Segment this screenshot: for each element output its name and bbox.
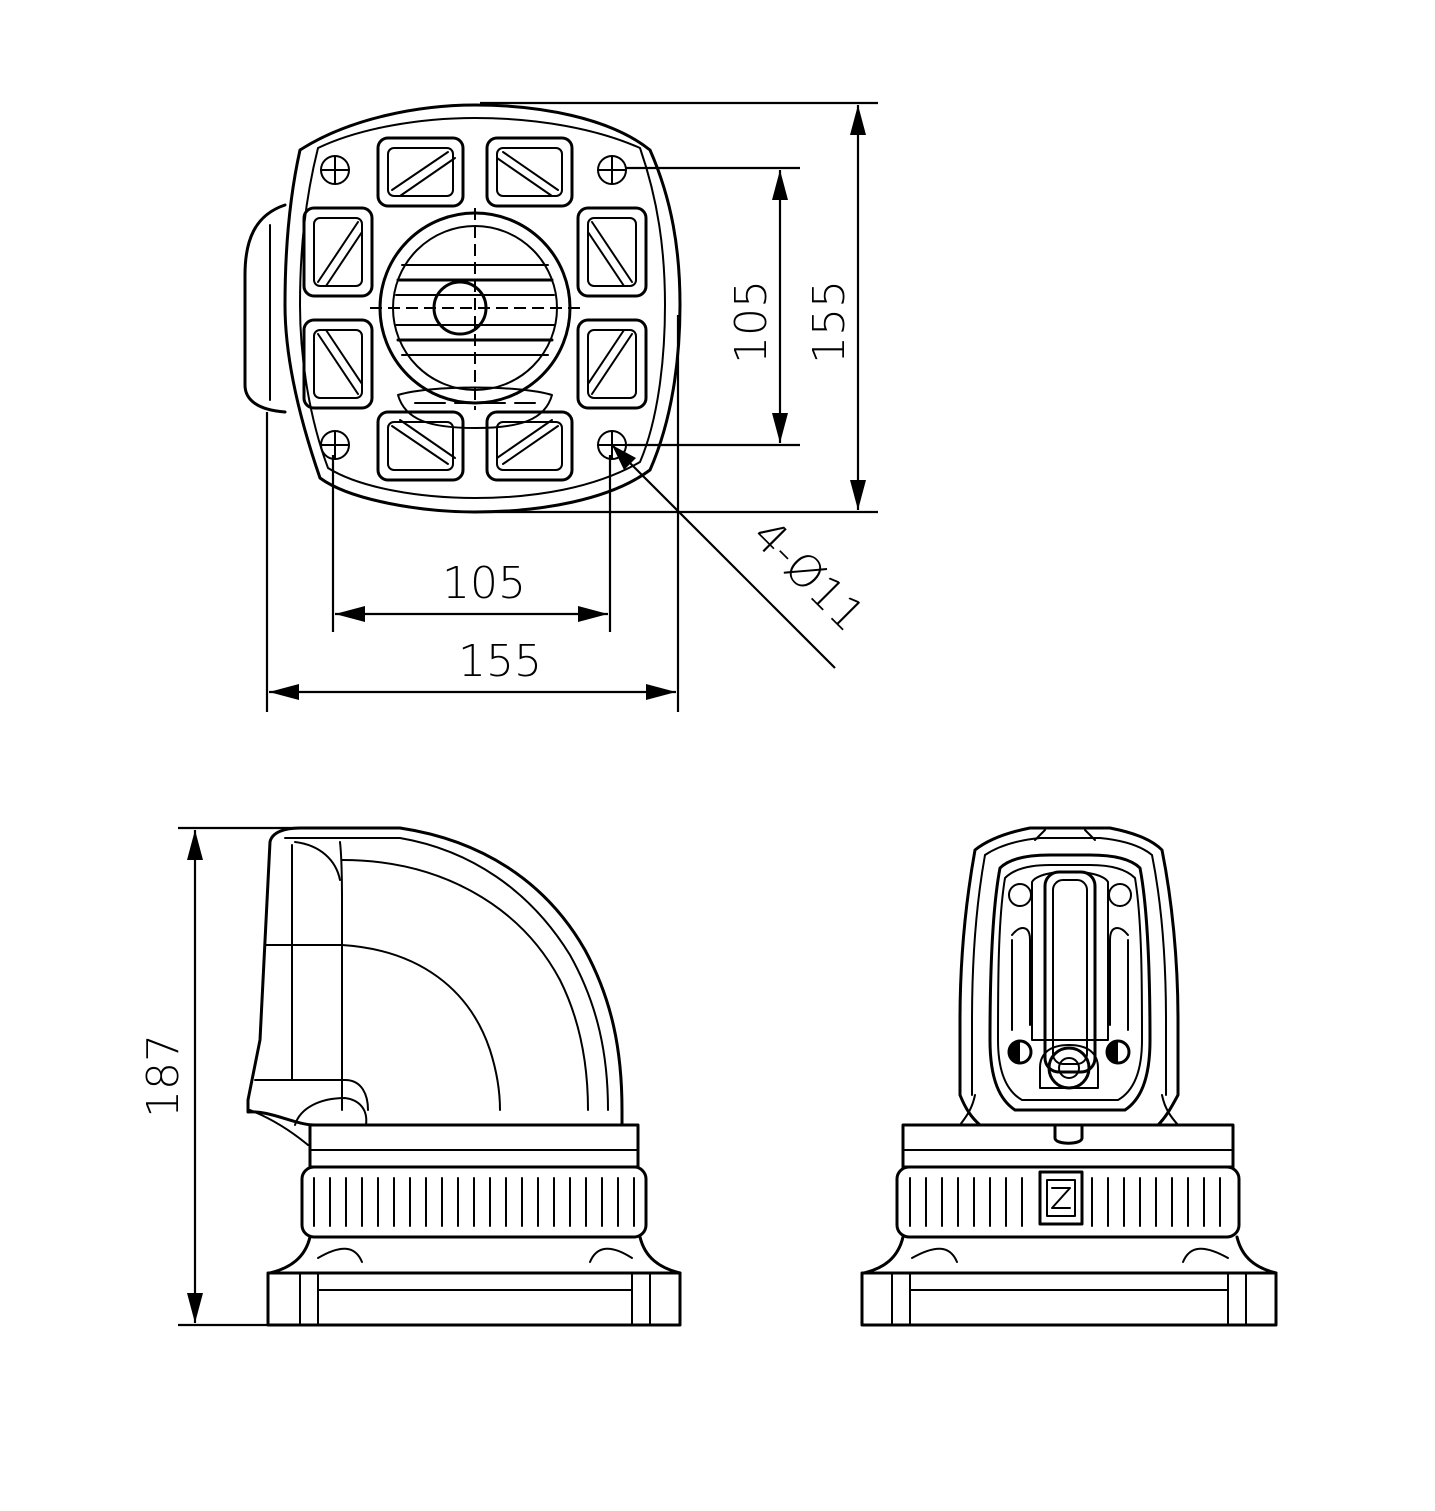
mounting-hole <box>597 155 627 185</box>
dim-top-horizontal-outer: 155 <box>458 636 542 687</box>
mounting-hole <box>320 430 350 460</box>
side-view-dimensions <box>178 826 300 1327</box>
mounting-hole <box>320 155 350 185</box>
vent-slots <box>302 136 648 482</box>
dim-top-vertical-outer: 155 <box>804 280 855 364</box>
dim-top-vertical-inner: 105 <box>726 280 777 364</box>
rear-view <box>860 826 1278 1327</box>
top-view <box>243 103 682 514</box>
rear-hole <box>1008 883 1032 907</box>
central-lamp <box>370 208 580 429</box>
hole-callout: 4-Ø11 <box>742 510 874 642</box>
dim-side-height: 187 <box>138 1034 189 1118</box>
dim-top-horizontal-inner: 105 <box>442 558 526 609</box>
rear-hole <box>1108 883 1132 907</box>
side-view <box>246 826 682 1327</box>
top-view-dimensions <box>265 101 878 712</box>
